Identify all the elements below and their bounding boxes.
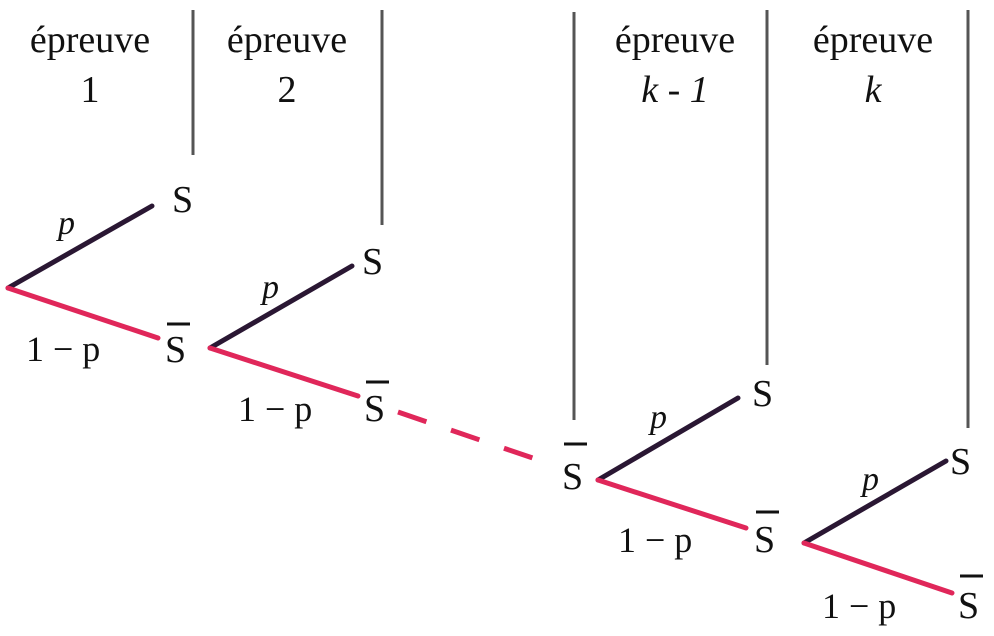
outcome-failure-3: S <box>754 519 775 561</box>
header-number: k - 1 <box>641 69 709 111</box>
outcome-success-1: S <box>172 179 193 221</box>
start-node-k-minus-1: S <box>562 456 583 498</box>
header-label: épreuve <box>614 19 736 61</box>
header-label: épreuve <box>812 19 934 61</box>
header-trial-k-minus-1: épreuve k - 1 <box>580 15 770 115</box>
branch-success-2 <box>207 263 355 351</box>
prob-success-label-2: p <box>260 269 279 306</box>
branch-failure-4 <box>801 540 955 596</box>
prob-failure-label-1: 1 − p <box>26 329 100 369</box>
outcome-success-4: S <box>950 441 971 483</box>
outcome-success-2: S <box>362 241 383 283</box>
header-trial-2: épreuve 2 <box>192 15 382 115</box>
branch-success-4 <box>801 458 949 546</box>
outcome-failure-4: S <box>958 585 979 627</box>
outcome-failure-2: S <box>364 388 385 430</box>
header-label: épreuve <box>226 19 348 61</box>
header-trial-1: épreuve 1 <box>0 15 185 115</box>
prob-failure-label-4: 1 − p <box>822 586 896 626</box>
header-number: 2 <box>277 69 297 111</box>
branch-failure-2 <box>207 345 361 399</box>
outcome-success-3: S <box>752 373 773 415</box>
dashed-continuation <box>397 409 557 469</box>
header-label: épreuve <box>29 19 151 61</box>
prob-success-label-1: p <box>56 205 75 242</box>
branch-failure-1 <box>5 285 161 341</box>
header-number: k <box>864 69 882 111</box>
prob-failure-label-2: 1 − p <box>238 389 312 429</box>
header-trial-k: épreuve k <box>778 15 968 115</box>
prob-success-label-4: p <box>860 461 879 498</box>
prob-failure-label-3: 1 − p <box>618 520 692 560</box>
header-number: 1 <box>80 69 100 111</box>
prob-success-label-3: p <box>648 399 667 436</box>
branch-success-1 <box>5 203 155 291</box>
branch-success-3 <box>595 395 741 483</box>
outcome-failure-1: S <box>165 329 186 371</box>
branch-failure-3 <box>595 477 749 531</box>
